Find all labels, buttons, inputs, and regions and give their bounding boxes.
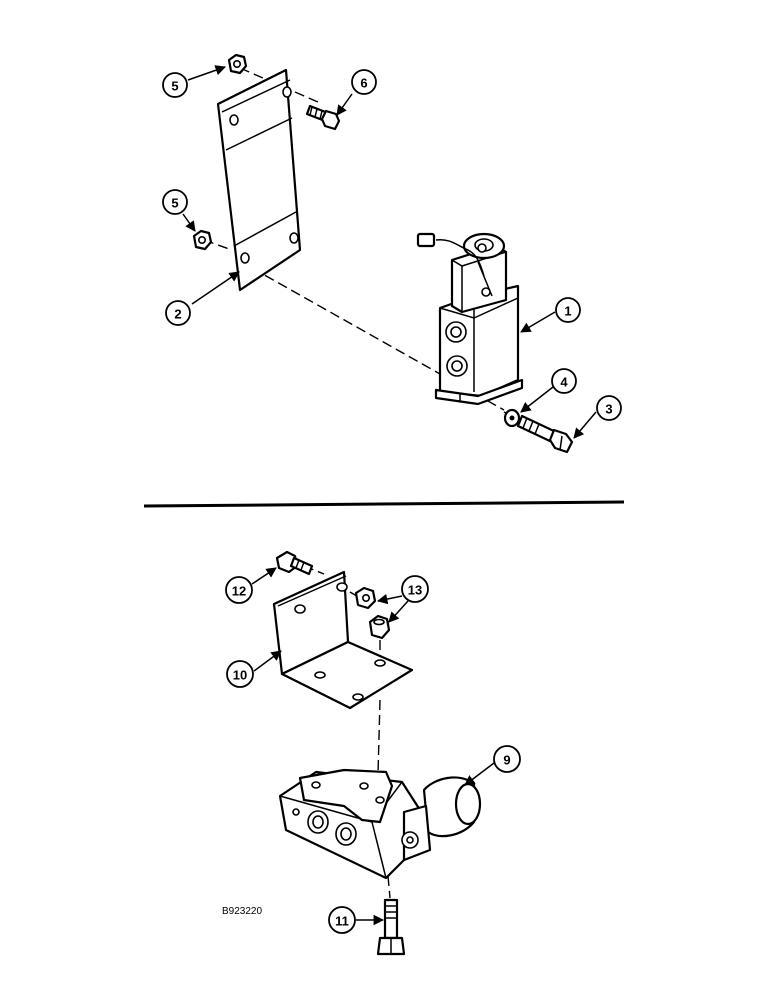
callout-5-top: 5: [162, 72, 188, 98]
callout-11: 11: [328, 906, 356, 934]
leader-13-upper: [376, 593, 403, 605]
solenoid-valve-part-1: [416, 232, 524, 406]
cap-screw-part-6: [305, 104, 341, 131]
leader-4: [520, 386, 554, 413]
svg-text:2: 2: [174, 307, 181, 322]
bolt-part-3: [516, 414, 574, 454]
leader-3: [573, 411, 597, 439]
callout-9: 9: [493, 745, 521, 773]
callout-3: 3: [596, 395, 622, 421]
washer-part-4: [503, 408, 521, 428]
svg-text:10: 10: [233, 668, 247, 683]
leader-9: [464, 762, 495, 786]
svg-text:11: 11: [335, 914, 349, 929]
svg-text:9: 9: [503, 753, 510, 768]
svg-text:4: 4: [560, 375, 568, 390]
leader-5-top: [187, 65, 226, 81]
nut-part-13-upper: [354, 586, 377, 610]
section-divider: [143, 500, 625, 508]
bolt-part-11: [376, 898, 406, 956]
svg-text:6: 6: [360, 76, 367, 91]
assembly-line-bracket-to-valve: [377, 699, 381, 775]
angle-bracket-part-10: [272, 570, 414, 710]
leader-5-mid: [182, 213, 196, 232]
nut-part-5-middle: [192, 229, 213, 251]
callout-6: 6: [351, 69, 377, 95]
svg-text:3: 3: [605, 402, 612, 417]
callout-4: 4: [551, 368, 577, 394]
leader-1: [520, 311, 556, 333]
leader-12: [251, 567, 277, 585]
callout-2: 2: [165, 300, 191, 326]
svg-text:5: 5: [171, 79, 178, 94]
svg-text:5: 5: [171, 196, 178, 211]
svg-text:1: 1: [564, 304, 571, 319]
callout-10: 10: [226, 660, 254, 688]
callout-12: 12: [225, 576, 253, 604]
cap-screw-part-12: [275, 550, 314, 576]
valve-part-9: [278, 768, 482, 880]
nut-part-5-top: [227, 53, 248, 75]
callout-5-middle: 5: [162, 189, 188, 215]
callout-1: 1: [555, 297, 581, 323]
leader-2: [191, 271, 240, 305]
drawing-number: B923220: [222, 906, 262, 917]
assembly-line-bolt-11: [387, 875, 391, 899]
callout-13: 13: [401, 575, 429, 603]
nut-part-13-lower: [368, 614, 391, 640]
leader-6: [336, 93, 353, 116]
leader-13-lower: [388, 600, 409, 623]
leader-10: [253, 650, 282, 672]
mounting-plate-part-2: [216, 68, 302, 292]
svg-text:13: 13: [408, 583, 422, 598]
svg-text:12: 12: [232, 584, 246, 599]
